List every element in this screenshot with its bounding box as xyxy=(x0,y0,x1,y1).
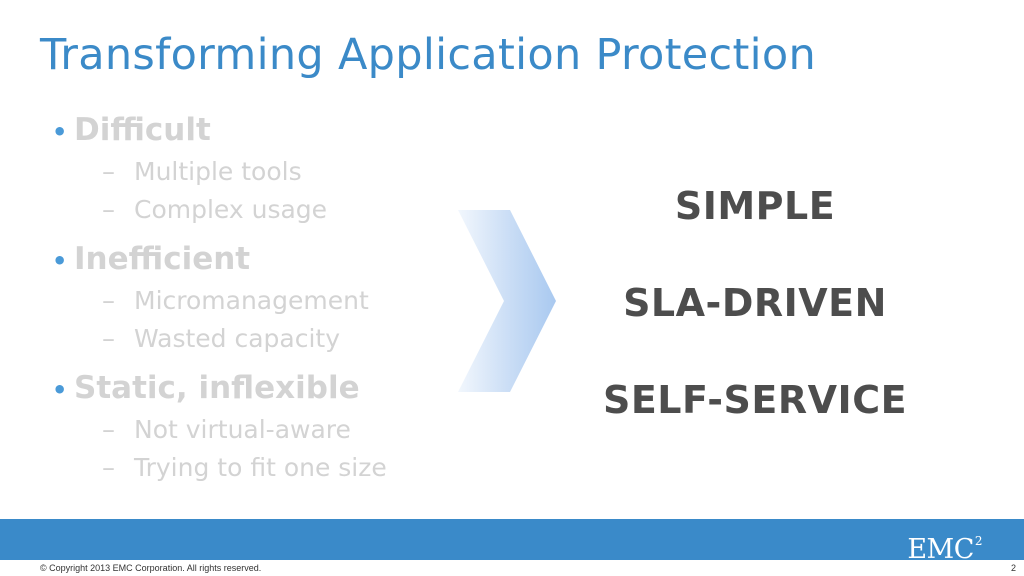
dash-icon: – xyxy=(102,453,115,483)
dash-icon: – xyxy=(102,415,115,445)
bullet-heading: Difficult xyxy=(74,112,211,148)
sub-bullet-text: Not virtual-aware xyxy=(134,415,351,444)
challenge-group: • Inefficient – Micromanagement – Wasted… xyxy=(52,237,472,358)
sub-bullet-item: – Multiple tools xyxy=(52,153,472,191)
outcome-sla-driven: SLA-DRIVEN xyxy=(623,281,887,325)
challenge-list: • Difficult – Multiple tools – Complex u… xyxy=(52,108,472,495)
bullet-heading: Static, inflexible xyxy=(74,370,360,406)
slide-title: Transforming Application Protection xyxy=(40,30,817,80)
bullet-icon: • xyxy=(52,247,68,275)
outcome-self-service: SELF-SERVICE xyxy=(602,378,908,422)
page-number: 2 xyxy=(1010,563,1016,573)
outcome-simple: SIMPLE xyxy=(674,184,836,228)
bullet-item: • Difficult xyxy=(52,108,472,153)
bullet-item: • Static, inflexible xyxy=(52,366,472,411)
challenge-group: • Static, inflexible – Not virtual-aware… xyxy=(52,366,472,487)
dash-icon: – xyxy=(102,195,115,225)
footer-band: EMC2 xyxy=(0,519,1024,565)
emc-logo: EMC2 xyxy=(907,526,982,565)
bullet-heading: Inefficient xyxy=(74,241,251,277)
chevron-shape xyxy=(458,210,556,392)
sub-bullet-item: – Complex usage xyxy=(52,191,472,229)
chevron-right-icon xyxy=(458,210,556,392)
bullet-item: • Inefficient xyxy=(52,237,472,282)
dash-icon: – xyxy=(102,286,115,316)
sub-bullet-item: – Wasted capacity xyxy=(52,320,472,358)
sub-bullet-text: Trying to fit one size xyxy=(134,453,387,482)
sub-bullet-text: Multiple tools xyxy=(134,157,302,186)
sub-bullet-text: Micromanagement xyxy=(134,286,369,315)
dash-icon: – xyxy=(102,324,115,354)
sub-bullet-text: Complex usage xyxy=(134,195,328,224)
bullet-icon: • xyxy=(52,118,68,146)
challenge-group: • Difficult – Multiple tools – Complex u… xyxy=(52,108,472,229)
sub-bullet-text: Wasted capacity xyxy=(134,324,341,353)
sub-bullet-item: – Micromanagement xyxy=(52,282,472,320)
sub-bullet-item: – Not virtual-aware xyxy=(52,411,472,449)
sub-bullet-item: – Trying to fit one size xyxy=(52,449,472,487)
bullet-icon: • xyxy=(52,376,68,404)
logo-superscript: 2 xyxy=(974,534,983,548)
dash-icon: – xyxy=(102,157,115,187)
logo-text: EMC xyxy=(907,534,974,565)
outcome-list: SIMPLE SLA-DRIVEN SELF-SERVICE xyxy=(570,178,940,469)
copyright-text: © Copyright 2013 EMC Corporation. All ri… xyxy=(40,563,262,573)
